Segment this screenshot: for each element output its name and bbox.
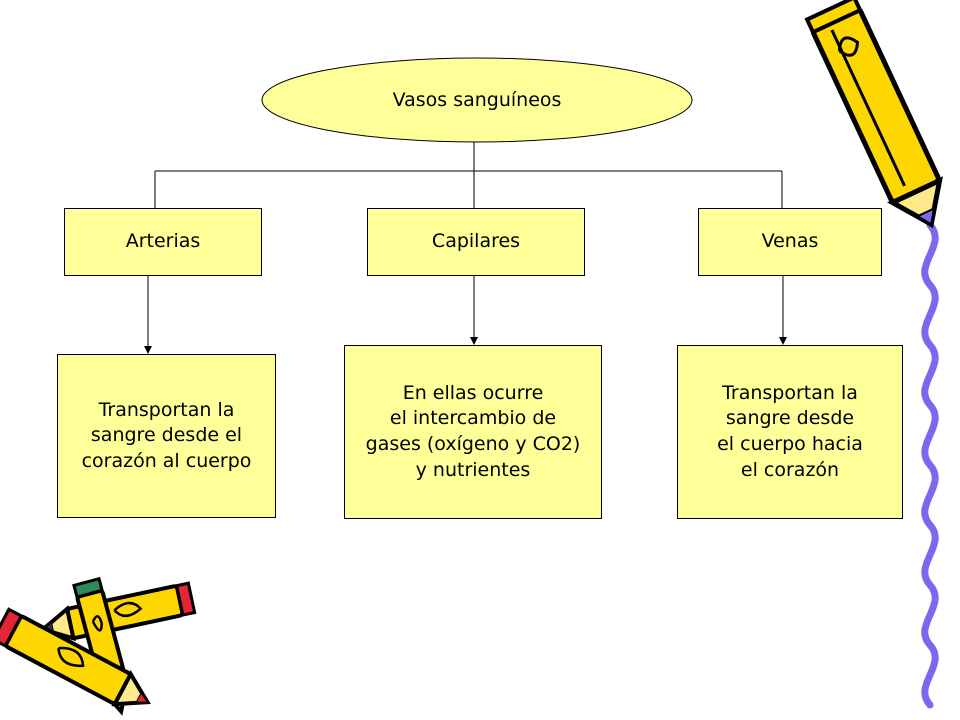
description-line: el corazón	[740, 458, 840, 481]
pencil-icon	[38, 581, 197, 642]
tree-connectors	[144, 142, 787, 354]
node-label: Venas	[761, 230, 819, 253]
description-line: el intercambio de	[389, 407, 557, 430]
description-line: y nutrientes	[415, 458, 531, 481]
node-label: Arterias	[125, 230, 201, 253]
description-capilares: En ellas ocurre el intercambio de gases …	[344, 345, 602, 519]
node-arterias: Arterias	[64, 208, 262, 276]
root-ellipse	[261, 57, 693, 143]
description-venas: Transportan la sangre desde el cuerpo ha…	[677, 345, 903, 519]
description-line: sangre desde	[725, 407, 855, 430]
root-title: Vasos sanguíneos	[392, 89, 562, 111]
description-line: corazón al cuerpo	[81, 449, 252, 472]
description-line: Transportan la	[98, 398, 235, 421]
description-line: sangre desde el	[90, 424, 243, 447]
description-line: En ellas ocurre	[402, 381, 544, 404]
description-line: el cuerpo hacia	[717, 433, 863, 455]
node-capilares: Capilares	[367, 208, 585, 276]
description-line: Transportan la	[722, 381, 858, 404]
node-label: Capilares	[431, 230, 521, 253]
root-node-label: Vasos sanguíneos	[262, 58, 692, 142]
wavy-line-decoration	[921, 221, 939, 709]
description-line: gases (oxígeno y CO2)	[365, 433, 581, 455]
node-venas: Venas	[698, 208, 882, 276]
pencil-icon	[0, 607, 151, 707]
description-arterias: Transportan la sangre desde el corazón a…	[57, 354, 276, 518]
pencil-icon	[804, 0, 943, 229]
